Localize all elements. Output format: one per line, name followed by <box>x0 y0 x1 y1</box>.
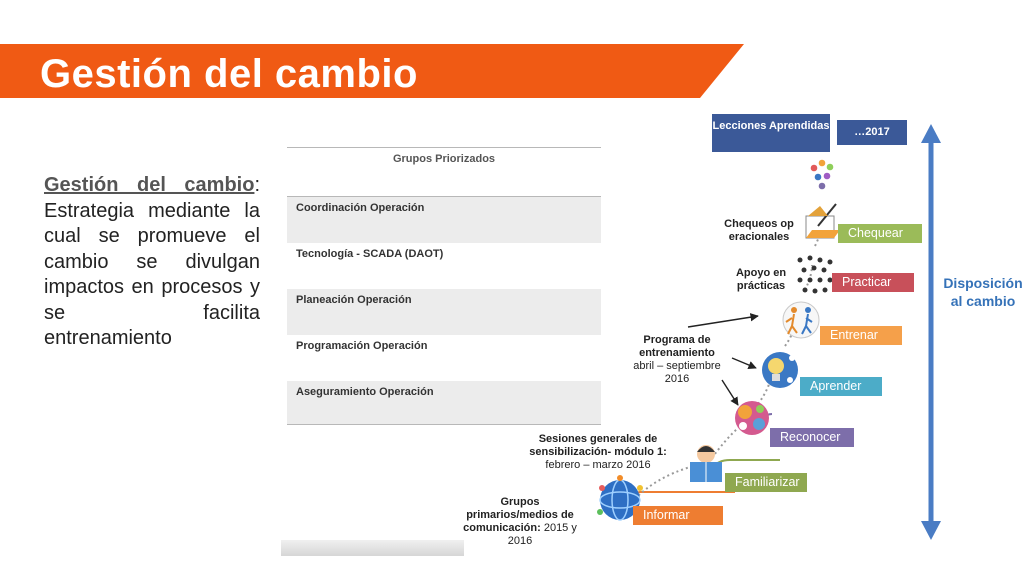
step-informar: Informar <box>633 506 723 525</box>
slide-title: Gestión del cambio <box>40 52 418 96</box>
annotation-grupos: Grupos primarios/medios de comunicación:… <box>458 496 582 548</box>
reading-child-icon <box>690 445 722 482</box>
table-cell: Tecnología - SCADA (DAOT) <box>296 248 444 260</box>
table-cell: Coordinación Operación <box>287 196 601 243</box>
annotation-programa-dates: abril – septiembre 2016 <box>633 360 721 385</box>
step-chequear: Chequear <box>838 224 922 243</box>
annotation-programa-bold: Programa de entrenamiento <box>639 334 715 359</box>
annotation-grupos-dates: 2015 y 2016 <box>507 522 577 547</box>
annotation-chequeos: Chequeos operacionales <box>724 218 794 243</box>
definition-body: Estrategia mediante la cual se promueve … <box>44 199 260 350</box>
annotation-grupos-bold: Grupos primarios/medios de comunicación: <box>463 496 574 534</box>
definition-term: Gestión del cambio <box>44 174 255 196</box>
table-row: Programación Operación <box>287 335 601 381</box>
priority-groups-table: Grupos Priorizados Coordinación Operació… <box>287 147 601 425</box>
step-practicar: Practicar <box>832 273 914 292</box>
table-row: Planeación Operación <box>287 289 601 335</box>
annotation-apoyo: Apoyo en prácticas <box>735 267 787 292</box>
step-familiarizar: Familiarizar <box>725 473 807 492</box>
pencil-notebook-icon <box>805 203 840 239</box>
table-row: Coordinación Operación <box>287 196 601 243</box>
definition-colon: : <box>254 174 260 196</box>
step-entrenar: Entrenar <box>820 326 902 345</box>
lessons-learned-box: Lecciones Aprendidas <box>712 114 830 152</box>
lightbulb-icon <box>762 352 798 388</box>
annotation-sesiones-bold: Sesiones generales de sensibilización- m… <box>529 433 667 458</box>
step-aprender: Aprender <box>800 377 882 396</box>
disposition-arrow <box>921 124 941 540</box>
annotation-sesiones: Sesiones generales de sensibilización- m… <box>528 433 668 472</box>
table-header: Grupos Priorizados <box>287 147 601 197</box>
step-reconocer: Reconocer <box>770 428 854 447</box>
year-box: …2017 <box>837 120 907 145</box>
header-banner <box>0 44 744 98</box>
definition-text: Gestión del cambio: Estrategia mediante … <box>44 173 260 352</box>
crowd-figures-icon <box>797 255 833 294</box>
disposition-label: Disposición al cambio <box>943 275 1023 309</box>
table-cell: Planeación Operación <box>287 289 601 335</box>
gears-head-icon <box>735 401 769 435</box>
table-cell: Aseguramiento Operación <box>287 381 601 425</box>
annotation-sesiones-dates: febrero – marzo 2016 <box>545 459 651 471</box>
annotation-arrow <box>687 313 759 406</box>
table-row: Tecnología - SCADA (DAOT) <box>287 243 601 289</box>
table-shadow <box>281 540 464 556</box>
annotation-programa: Programa de entrenamiento abril – septie… <box>632 334 722 386</box>
dots-cluster-icon <box>810 159 834 190</box>
table-cell: Programación Operación <box>296 340 428 352</box>
table-row: Aseguramiento Operación <box>287 381 601 425</box>
running-figures-icon <box>782 301 820 339</box>
